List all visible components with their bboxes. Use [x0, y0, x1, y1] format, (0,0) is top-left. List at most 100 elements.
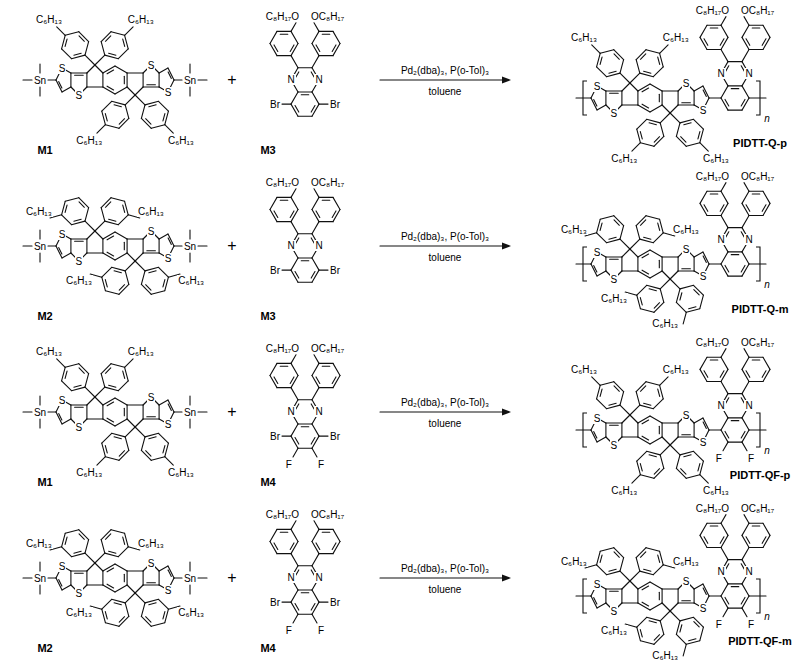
bond-line — [597, 271, 606, 276]
bond-line — [163, 612, 165, 619]
bond-line — [710, 194, 718, 195]
bond-line — [79, 202, 84, 207]
bond-line — [707, 191, 721, 192]
bond-line — [686, 143, 700, 147]
bond-line — [591, 596, 597, 608]
bond-line — [704, 39, 708, 46]
bond-line — [709, 97, 721, 98]
bond-line — [597, 551, 601, 565]
bond-line — [749, 381, 763, 382]
bond-line — [742, 548, 749, 560]
bond-line — [591, 264, 597, 276]
bond-line — [622, 104, 638, 105]
bond-line — [621, 423, 622, 437]
bond-line — [637, 461, 641, 475]
bond-line — [143, 86, 159, 87]
bond-line — [597, 399, 607, 409]
bond-line — [141, 118, 151, 128]
bond-line — [710, 526, 718, 527]
bond-line — [87, 65, 95, 73]
bond-line — [614, 216, 624, 226]
bond-line — [597, 565, 607, 575]
bond-line — [62, 367, 66, 381]
sulfur-atom: S — [699, 105, 708, 116]
bond-line — [189, 87, 190, 96]
bond-line — [640, 220, 645, 225]
bond-line — [333, 542, 340, 554]
sulfur-atom: S — [593, 579, 602, 590]
bond-line — [143, 239, 144, 253]
bond-line — [280, 366, 288, 367]
bond-line — [159, 571, 160, 585]
reagent-label: Pd₂(dba)₃, P(o-Tol)₃ — [400, 231, 490, 242]
bond-line — [277, 221, 291, 222]
bond-line — [620, 571, 630, 581]
bond-line — [312, 210, 319, 222]
bond-line — [168, 68, 174, 80]
bond-line — [127, 87, 135, 95]
bond-line — [301, 592, 309, 593]
bond-line — [659, 592, 660, 600]
bond-line — [174, 245, 182, 246]
alkoxy-label: C₈H₁₇O — [265, 509, 300, 520]
bond-line — [640, 132, 642, 139]
bond-line — [752, 360, 760, 361]
bond-line — [291, 529, 298, 541]
bond-line — [168, 238, 171, 244]
bond-line — [70, 239, 71, 253]
bond-line — [146, 119, 151, 124]
bond-line — [703, 256, 706, 262]
bond-line — [746, 39, 750, 46]
bond-line — [646, 216, 660, 220]
bond-line — [298, 91, 312, 92]
bond-line — [87, 252, 103, 253]
bond-line — [640, 73, 654, 77]
bond-line — [312, 222, 319, 234]
bond-line — [290, 45, 294, 52]
bond-line — [333, 210, 340, 222]
bond-line — [62, 201, 66, 215]
bond-line — [694, 418, 703, 423]
bond-line — [112, 267, 126, 271]
bond-line — [605, 589, 606, 603]
bond-line — [282, 104, 291, 105]
bond-line — [127, 239, 128, 253]
bond-line — [141, 105, 145, 119]
bond-line — [742, 252, 749, 264]
bond-line — [311, 272, 315, 279]
bond-line — [640, 552, 645, 557]
repeat-bracket — [583, 247, 587, 281]
bond-line — [147, 84, 156, 85]
bond-line — [168, 570, 171, 576]
bond-line — [118, 49, 128, 59]
bond-line — [123, 537, 125, 544]
bond-line — [700, 25, 707, 37]
sulfur-atom: S — [58, 395, 67, 406]
bond-line — [159, 267, 169, 277]
bond-line — [622, 415, 630, 423]
bond-line — [591, 430, 597, 442]
bond-line — [647, 285, 661, 289]
hexyl-label: C₆H₁₃ — [570, 364, 598, 375]
fluorine-atom: F — [285, 625, 293, 636]
bond-line — [111, 364, 125, 368]
arrow-head — [502, 409, 511, 416]
bond-line — [115, 87, 127, 94]
hexyl-label: C₆H₁₃ — [65, 607, 93, 618]
bond-line — [606, 239, 620, 243]
bond-line — [600, 382, 614, 386]
bond-line — [728, 110, 742, 111]
bond-line — [721, 98, 728, 110]
bond-line — [103, 398, 115, 405]
bond-line — [637, 617, 647, 627]
bond-line — [707, 215, 721, 216]
bond-line — [678, 423, 679, 437]
bond-line — [763, 25, 770, 37]
bond-line — [700, 37, 707, 49]
bond-line — [597, 385, 601, 399]
bond-line — [333, 197, 340, 209]
bond-line — [312, 388, 319, 400]
bond-line — [744, 17, 749, 26]
bond-line — [333, 363, 340, 375]
solvent-label: toluene — [428, 584, 463, 595]
